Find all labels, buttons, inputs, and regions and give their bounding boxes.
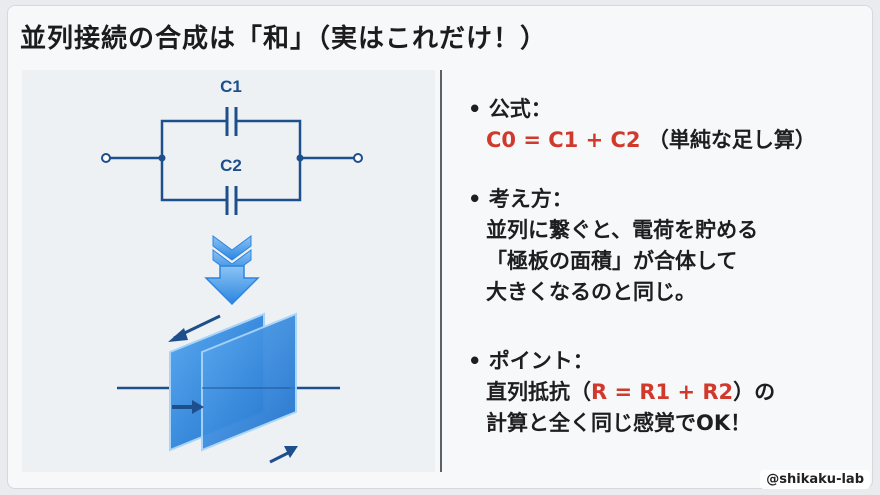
front-plate xyxy=(201,312,297,452)
explanation-panel: • 公式： C0 = C1 + C2 （単純な足し算） • 考え方： 並列に繋ぐ… xyxy=(450,70,860,472)
circuit-nodes xyxy=(101,153,363,163)
merged-plates-illustration xyxy=(117,312,340,464)
panel-divider xyxy=(440,70,442,472)
point-line1-suffix: ）の xyxy=(733,380,776,404)
point-section: • ポイント： 直列抵抗（R = R1 + R2）の 計算と全く同じ感覚でOK！ xyxy=(468,346,775,439)
point-heading: • ポイント： xyxy=(468,349,594,373)
concept-line-3: 大きくなるのと同じ。 xyxy=(486,280,696,304)
circuit-wires xyxy=(106,119,358,202)
down-arrow-icon xyxy=(204,235,260,306)
capacitor-c1-plates xyxy=(225,107,238,136)
concept-section: • 考え方： 並列に繋ぐと、電荷を貯める 「極板の面積」が合体して 大きくなるの… xyxy=(468,184,758,308)
label-c1: C1 xyxy=(220,77,242,96)
concept-line-2: 「極板の面積」が合体して xyxy=(486,249,738,273)
label-c2: C2 xyxy=(220,156,242,175)
point-line-2: 計算と全く同じ感覚でOK！ xyxy=(486,411,752,435)
parallel-capacitor-diagram: C1 C2 xyxy=(101,77,363,464)
capacitor-c2-plates xyxy=(225,186,238,215)
concept-line-1: 並列に繋ぐと、電荷を貯める xyxy=(486,218,759,242)
watermark-handle: @shikaku-lab xyxy=(760,470,870,489)
concept-heading: • 考え方： xyxy=(468,187,573,211)
point-expression: R = R1 + R2 xyxy=(591,380,734,404)
page-title: 並列接続の合成は「和」（実はこれだけ！） xyxy=(20,24,548,54)
formula-note: （単純な足し算） xyxy=(647,128,816,152)
formula-expression: C0 = C1 + C2 xyxy=(486,128,641,152)
diagram-panel: C1 C2 xyxy=(22,70,435,472)
point-line1-prefix: 直列抵抗（ xyxy=(486,380,591,404)
formula-section: • 公式： C0 = C1 + C2 （単純な足し算） xyxy=(468,94,816,156)
formula-heading: • 公式： xyxy=(468,97,552,121)
